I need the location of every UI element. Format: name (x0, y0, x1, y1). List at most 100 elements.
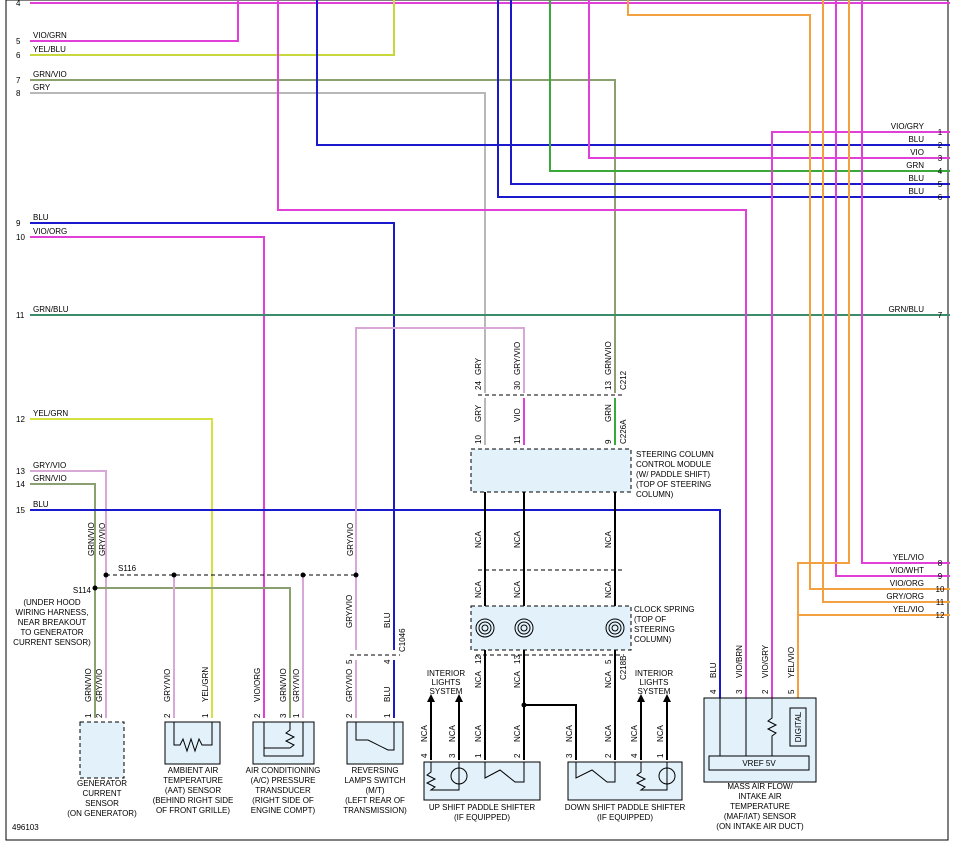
aat-title: (AAT) SENSOR (165, 786, 222, 795)
scm-title: STEERING COLUMN (636, 450, 714, 459)
splice-s116-label: S116 (118, 564, 137, 573)
down-pin-number: 4 (630, 753, 639, 758)
aat-pin-number: 1 (201, 713, 210, 718)
gen-title: (ON GENERATOR) (67, 809, 137, 818)
rev-title: (LEFT REAR OF (345, 796, 405, 805)
up-pin-number: 4 (420, 753, 429, 758)
clock-spring-title: (TOP OF (634, 615, 666, 624)
clock-spring-pin-number: 12 (474, 655, 483, 664)
figure-id: 496103 (12, 823, 39, 832)
digital-box (789, 707, 807, 747)
left-pin-number: 7 (16, 76, 21, 85)
ac-pin-number: 2 (253, 713, 262, 718)
wire-right-blu-6 (497, 0, 950, 198)
down-wire-label: NCA (565, 724, 574, 742)
up-pin-number: 2 (513, 753, 522, 758)
nca-label: NCA (604, 580, 613, 598)
rev-title: (M/T) (365, 786, 384, 795)
left-pin-number: 5 (16, 37, 21, 46)
left-wire-label: YEL/GRN (33, 409, 68, 418)
splice-dot (353, 572, 359, 578)
up-title: (IF EQUIPPED) (454, 813, 510, 822)
aat-title: AMBIENT AIR (168, 766, 219, 775)
splice-dot (171, 572, 177, 578)
wire-right-blu-5 (510, 0, 950, 185)
wire-vio-wht (835, 0, 950, 577)
right-pin-number: 1 (938, 128, 943, 137)
aat-wire-label: GRY/VIO (163, 669, 172, 702)
wire-vio-org-right (627, 0, 950, 590)
right-pin-number: 6 (938, 193, 943, 202)
clock-spring-title: COLUMN) (634, 635, 672, 644)
connector-c212: C212 (619, 370, 628, 390)
down-pin-number: 1 (656, 753, 665, 758)
left-pin-number: 4 (16, 0, 21, 8)
right-wire-label: GRN (906, 161, 924, 170)
right-wire-label: VIO/GRY (891, 122, 925, 131)
wire-nca-down-ground (524, 704, 577, 760)
downshift-box (567, 761, 683, 801)
rev-pin-number: 1 (383, 713, 392, 718)
scm-pin-number: 10 (474, 435, 483, 444)
right-wire-label: BLU (908, 135, 924, 144)
down-wire-label: NCA (630, 724, 639, 742)
left-wire-label: BLU (33, 213, 49, 222)
nca-label: NCA (474, 580, 483, 598)
splice-s114-label: S114 (73, 586, 92, 595)
splice-s114-note: CURRENT SENSOR) (13, 638, 91, 647)
downshift-switch (575, 762, 616, 783)
up-wire-label: NCA (513, 724, 522, 742)
maf-title: TEMPERATURE (730, 802, 790, 811)
interior-lights-label: SYSTEM (430, 687, 463, 696)
gen-wire-label: GRN/VIO (84, 668, 93, 702)
right-wire-label: YEL/VIO (893, 553, 924, 562)
nca-label: NCA (513, 580, 522, 598)
clock-spring-coils (475, 618, 625, 638)
gen-title: GENERATOR (77, 779, 127, 788)
rev-upper-pin-number: 4 (383, 659, 392, 664)
scm-pin-number: 13 (604, 381, 613, 390)
wire-label: GRN/VIO (87, 522, 96, 556)
left-wire-label: GRY (33, 83, 51, 92)
upshift-switch (484, 762, 525, 783)
maf-pin-number: 5 (787, 689, 796, 694)
maf-wire-label: BLU (709, 662, 718, 678)
wire-right-vio-gry (771, 131, 950, 700)
wire-gry (30, 92, 486, 393)
interior-lights-label: INTERIOR (427, 669, 465, 678)
right-pin-number: 10 (936, 585, 945, 594)
maf-pin-number: 3 (735, 689, 744, 694)
left-pin-number: 13 (16, 467, 25, 476)
left-wire-label: GRY/VIO (33, 461, 66, 470)
aat-title: (BEHIND RIGHT SIDE (153, 796, 234, 805)
wire-vio-grn (30, 0, 239, 42)
connector-c226a: C226A (619, 419, 628, 444)
splice-s114-note: TO GENERATOR (20, 628, 83, 637)
ac-title: (RIGHT SIDE OF (252, 796, 314, 805)
scm-wire-label: GRN/VIO (604, 341, 613, 375)
right-wire-label: VIO (910, 148, 924, 157)
nca-label: NCA (513, 530, 522, 548)
ac-internal-2 (263, 722, 304, 757)
gen-title: SENSOR (85, 799, 119, 808)
rev-wire-label: BLU (383, 686, 392, 702)
rev-upper-wire-label: GRY/VIO (345, 595, 354, 628)
maf-title: (MAF/IAT) SENSOR (724, 812, 797, 821)
left-wire-label: VIO/GRN (33, 31, 67, 40)
wire-blu-maf (30, 509, 721, 700)
wire-yel-grn (30, 418, 213, 718)
maf-wire-label: VIO/BRN (735, 645, 744, 678)
left-pin-number: 14 (16, 480, 25, 489)
wire-gry-org (822, 0, 950, 603)
maf-title: INTAKE AIR (738, 792, 782, 801)
wire-gry-vio-scm (355, 327, 525, 650)
scm-pin-number: 9 (604, 439, 613, 444)
right-wire-label: VIO/ORG (890, 579, 924, 588)
up-pin-number: 1 (474, 753, 483, 758)
wire-grn-vio (30, 79, 616, 393)
wires (30, 0, 950, 760)
scm-pin-number: 24 (474, 381, 483, 390)
ac-wire-label: VIO/ORG (253, 668, 262, 702)
rev-wire-label: GRY/VIO (345, 669, 354, 702)
right-pin-number: 9 (938, 572, 943, 581)
